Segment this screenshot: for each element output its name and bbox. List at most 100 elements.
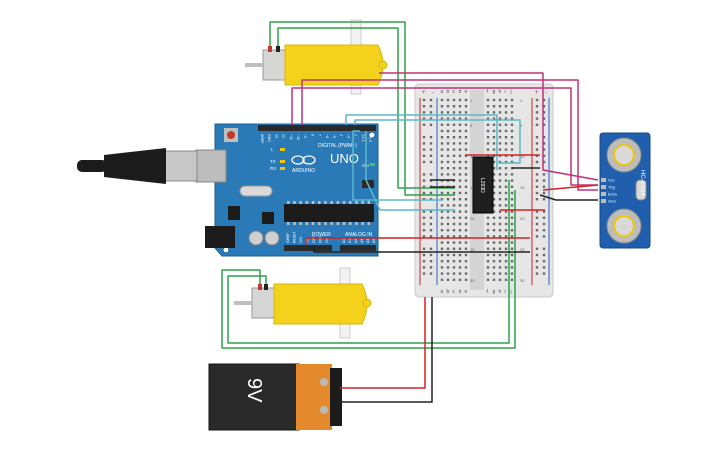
breadboard-hole[interactable] xyxy=(464,235,468,238)
breadboard-hole[interactable] xyxy=(510,260,514,263)
breadboard-hole[interactable] xyxy=(510,160,514,164)
breadboard-hole[interactable] xyxy=(452,105,456,108)
breadboard-hole[interactable] xyxy=(452,98,456,102)
breadboard-hole[interactable] xyxy=(458,229,462,232)
breadboard-hole[interactable] xyxy=(452,235,456,238)
breadboard-hole[interactable] xyxy=(486,123,490,126)
rail-hole[interactable] xyxy=(422,148,426,151)
breadboard-hole[interactable] xyxy=(492,272,496,275)
breadboard-hole[interactable] xyxy=(492,210,496,213)
rail-hole[interactable] xyxy=(429,123,433,126)
breadboard-hole[interactable] xyxy=(492,117,496,120)
breadboard-hole[interactable] xyxy=(492,136,496,139)
breadboard-hole[interactable] xyxy=(440,160,444,164)
breadboard-hole[interactable] xyxy=(458,253,462,257)
sensor-pin[interactable] xyxy=(601,185,606,189)
wire-cyan[interactable] xyxy=(365,131,455,211)
breadboard-hole[interactable] xyxy=(464,173,468,176)
breadboard-hole[interactable] xyxy=(510,117,514,120)
breadboard-hole[interactable] xyxy=(504,266,508,269)
rail-hole[interactable] xyxy=(422,160,426,164)
rail-hole[interactable] xyxy=(429,117,433,120)
breadboard-hole[interactable] xyxy=(498,222,502,226)
rail-hole[interactable] xyxy=(535,111,539,114)
breadboard-hole[interactable] xyxy=(446,204,450,207)
breadboard-hole[interactable] xyxy=(498,266,502,269)
rail-hole[interactable] xyxy=(429,136,433,139)
rail-hole[interactable] xyxy=(535,198,539,201)
wire-cyan[interactable] xyxy=(354,119,521,164)
rail-hole[interactable] xyxy=(535,222,539,226)
breadboard-hole[interactable] xyxy=(446,247,450,250)
rail-hole[interactable] xyxy=(542,160,546,164)
rail-hole[interactable] xyxy=(422,222,426,226)
rail-hole[interactable] xyxy=(429,160,433,164)
breadboard-hole[interactable] xyxy=(458,260,462,263)
breadboard-hole[interactable] xyxy=(504,173,508,176)
breadboard-hole[interactable] xyxy=(464,148,468,151)
breadboard-hole[interactable] xyxy=(446,160,450,164)
wire-green[interactable] xyxy=(221,190,516,349)
breadboard-hole[interactable] xyxy=(464,98,468,102)
breadboard-hole[interactable] xyxy=(440,142,444,145)
breadboard-hole[interactable] xyxy=(486,260,490,263)
breadboard-hole[interactable] xyxy=(458,198,462,201)
rail-hole[interactable] xyxy=(429,198,433,201)
rail-hole[interactable] xyxy=(429,154,433,157)
breadboard-hole[interactable] xyxy=(504,216,508,219)
breadboard-hole[interactable] xyxy=(446,229,450,232)
rail-hole[interactable] xyxy=(535,179,539,182)
sensor-pin[interactable] xyxy=(601,178,606,182)
breadboard-hole[interactable] xyxy=(486,216,490,219)
breadboard-hole[interactable] xyxy=(498,278,502,281)
breadboard-hole[interactable] xyxy=(452,198,456,201)
rail-hole[interactable] xyxy=(429,253,433,257)
usb-cable[interactable] xyxy=(77,148,198,184)
breadboard-hole[interactable] xyxy=(464,179,468,182)
breadboard-hole[interactable] xyxy=(486,136,490,139)
breadboard-hole[interactable] xyxy=(458,142,462,145)
rail-hole[interactable] xyxy=(535,154,539,157)
breadboard-hole[interactable] xyxy=(498,123,502,126)
breadboard-hole[interactable] xyxy=(452,111,456,114)
rail-hole[interactable] xyxy=(422,229,426,232)
breadboard-hole[interactable] xyxy=(440,148,444,151)
breadboard-hole[interactable] xyxy=(486,278,490,281)
breadboard-hole[interactable] xyxy=(510,198,514,201)
wire-cyan[interactable] xyxy=(345,114,498,170)
breadboard-hole[interactable] xyxy=(464,247,468,250)
breadboard-hole[interactable] xyxy=(498,260,502,263)
rail-hole[interactable] xyxy=(535,142,539,145)
breadboard-hole[interactable] xyxy=(510,111,514,114)
wire-green[interactable] xyxy=(277,27,455,189)
breadboard-hole[interactable] xyxy=(510,105,514,108)
breadboard-hole[interactable] xyxy=(464,260,468,263)
wire-cyan[interactable] xyxy=(352,130,443,201)
breadboard-hole[interactable] xyxy=(440,117,444,120)
breadboard-hole[interactable] xyxy=(440,260,444,263)
breadboard-hole[interactable] xyxy=(498,111,502,114)
rail-hole[interactable] xyxy=(429,235,433,238)
breadboard-hole[interactable] xyxy=(504,167,508,170)
breadboard-hole[interactable] xyxy=(458,222,462,226)
breadboard-hole[interactable] xyxy=(446,266,450,269)
breadboard-hole[interactable] xyxy=(440,229,444,232)
breadboard-hole[interactable] xyxy=(498,185,502,188)
breadboard-hole[interactable] xyxy=(510,142,514,145)
breadboard-hole[interactable] xyxy=(458,266,462,269)
breadboard-hole[interactable] xyxy=(458,204,462,207)
rail-hole[interactable] xyxy=(422,136,426,139)
rail-hole[interactable] xyxy=(542,216,546,219)
rail-hole[interactable] xyxy=(535,136,539,139)
breadboard-hole[interactable] xyxy=(510,173,514,176)
breadboard-hole[interactable] xyxy=(492,253,496,257)
rail-hole[interactable] xyxy=(542,210,546,213)
rail-hole[interactable] xyxy=(422,154,426,157)
breadboard-hole[interactable] xyxy=(510,123,514,126)
breadboard-hole[interactable] xyxy=(458,111,462,114)
breadboard-hole[interactable] xyxy=(452,210,456,213)
breadboard-hole[interactable] xyxy=(452,123,456,126)
rail-hole[interactable] xyxy=(429,216,433,219)
breadboard-hole[interactable] xyxy=(504,235,508,238)
breadboard-hole[interactable] xyxy=(440,266,444,269)
